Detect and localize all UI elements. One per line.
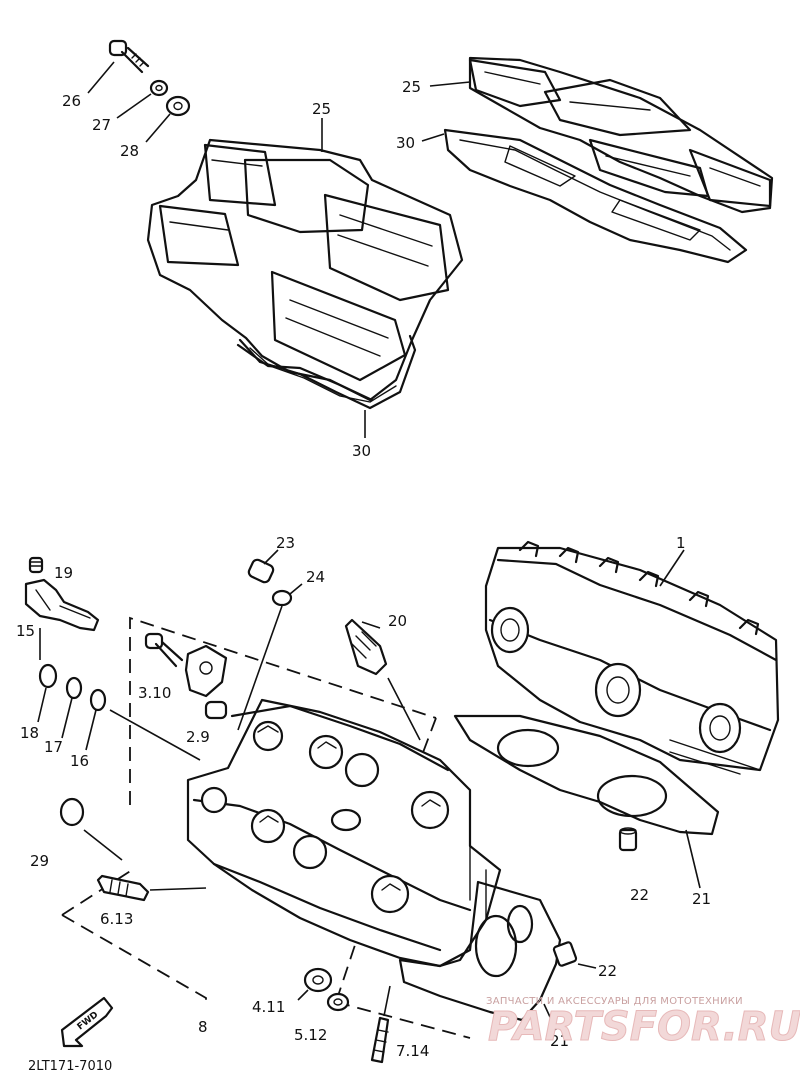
callout-30-front: 30 — [352, 442, 371, 460]
washer-5-12-drawing — [326, 992, 350, 1012]
head-gasket-21-front-drawing — [398, 880, 562, 1031]
spark-plug-20-drawing — [344, 618, 421, 741]
head-gasket-21-rear-drawing — [453, 714, 720, 889]
callout-15: 15 — [16, 622, 35, 640]
forward-direction-arrow: FWD — [60, 996, 114, 1048]
callout-26: 26 — [62, 92, 81, 110]
o-ring-24-drawing — [237, 583, 303, 731]
callout-16: 16 — [70, 752, 89, 770]
callout-20: 20 — [388, 612, 407, 630]
callout-29: 29 — [30, 852, 49, 870]
callout-7-14: 7.14 — [396, 1042, 429, 1060]
cylinder-head-rear-drawing — [484, 540, 780, 775]
plug-23-drawing — [247, 549, 279, 584]
bolt-26-drawing — [87, 39, 150, 94]
callout-21-rear: 21 — [692, 890, 711, 908]
bolt-4-11-drawing — [297, 967, 333, 1001]
callout-8: 8 — [198, 1018, 208, 1036]
dowel-22-lower-drawing — [552, 941, 597, 969]
bolt-3-10-drawing — [144, 632, 228, 698]
drawing-code: 2LT171-7010 — [28, 1059, 112, 1074]
washer-27-drawing — [116, 79, 169, 119]
cylinder-head-front-drawing — [186, 698, 502, 968]
grommet-28-drawing — [145, 95, 191, 143]
callout-24: 24 — [306, 568, 325, 586]
callout-2-9: 2.9 — [186, 728, 210, 746]
callout-25-rear: 25 — [402, 78, 421, 96]
callout-23: 23 — [276, 534, 295, 552]
gasket-30-rear-drawing — [421, 128, 748, 264]
head-cover-front-drawing — [146, 138, 464, 402]
callout-18: 18 — [20, 724, 39, 742]
watermark-brand: PARTSFOR.RU — [488, 1004, 800, 1050]
callout-4-11: 4.11 — [252, 998, 285, 1016]
pin-19-drawing — [28, 556, 44, 574]
dowel-22-upper-drawing — [618, 827, 638, 852]
callout-3-10: 3.10 — [138, 684, 171, 702]
stud-7-14-drawing — [370, 985, 391, 1064]
callout-27: 27 — [92, 116, 111, 134]
shaft-15-drawing — [24, 578, 100, 660]
callout-22-upper: 22 — [630, 886, 649, 904]
gasket-30-front-drawing — [238, 334, 417, 438]
callout-28: 28 — [120, 142, 139, 160]
callout-22-lower: 22 — [598, 962, 617, 980]
callout-17: 17 — [44, 738, 63, 756]
watermark-tagline: ЗАПЧАСТИ И АКСЕССУАРЫ ДЛЯ МОТОТЕХНИКИ — [486, 996, 743, 1007]
callout-19: 19 — [54, 564, 73, 582]
plug-29-drawing — [59, 797, 123, 861]
callout-25-front: 25 — [312, 100, 331, 118]
callout-21-front: 21 — [550, 1032, 569, 1050]
callout-6-13: 6.13 — [100, 910, 133, 928]
head-cover-rear-drawing — [468, 56, 774, 214]
dowel-2-9-drawing — [204, 700, 228, 720]
callout-30-rear: 30 — [396, 134, 415, 152]
o-rings-16-18-drawing — [37, 663, 201, 761]
callout-1: 1 — [676, 534, 686, 552]
stud-6-13-drawing — [96, 874, 207, 902]
callout-5-12: 5.12 — [294, 1026, 327, 1044]
assembly-boundary-8 — [61, 616, 471, 1039]
